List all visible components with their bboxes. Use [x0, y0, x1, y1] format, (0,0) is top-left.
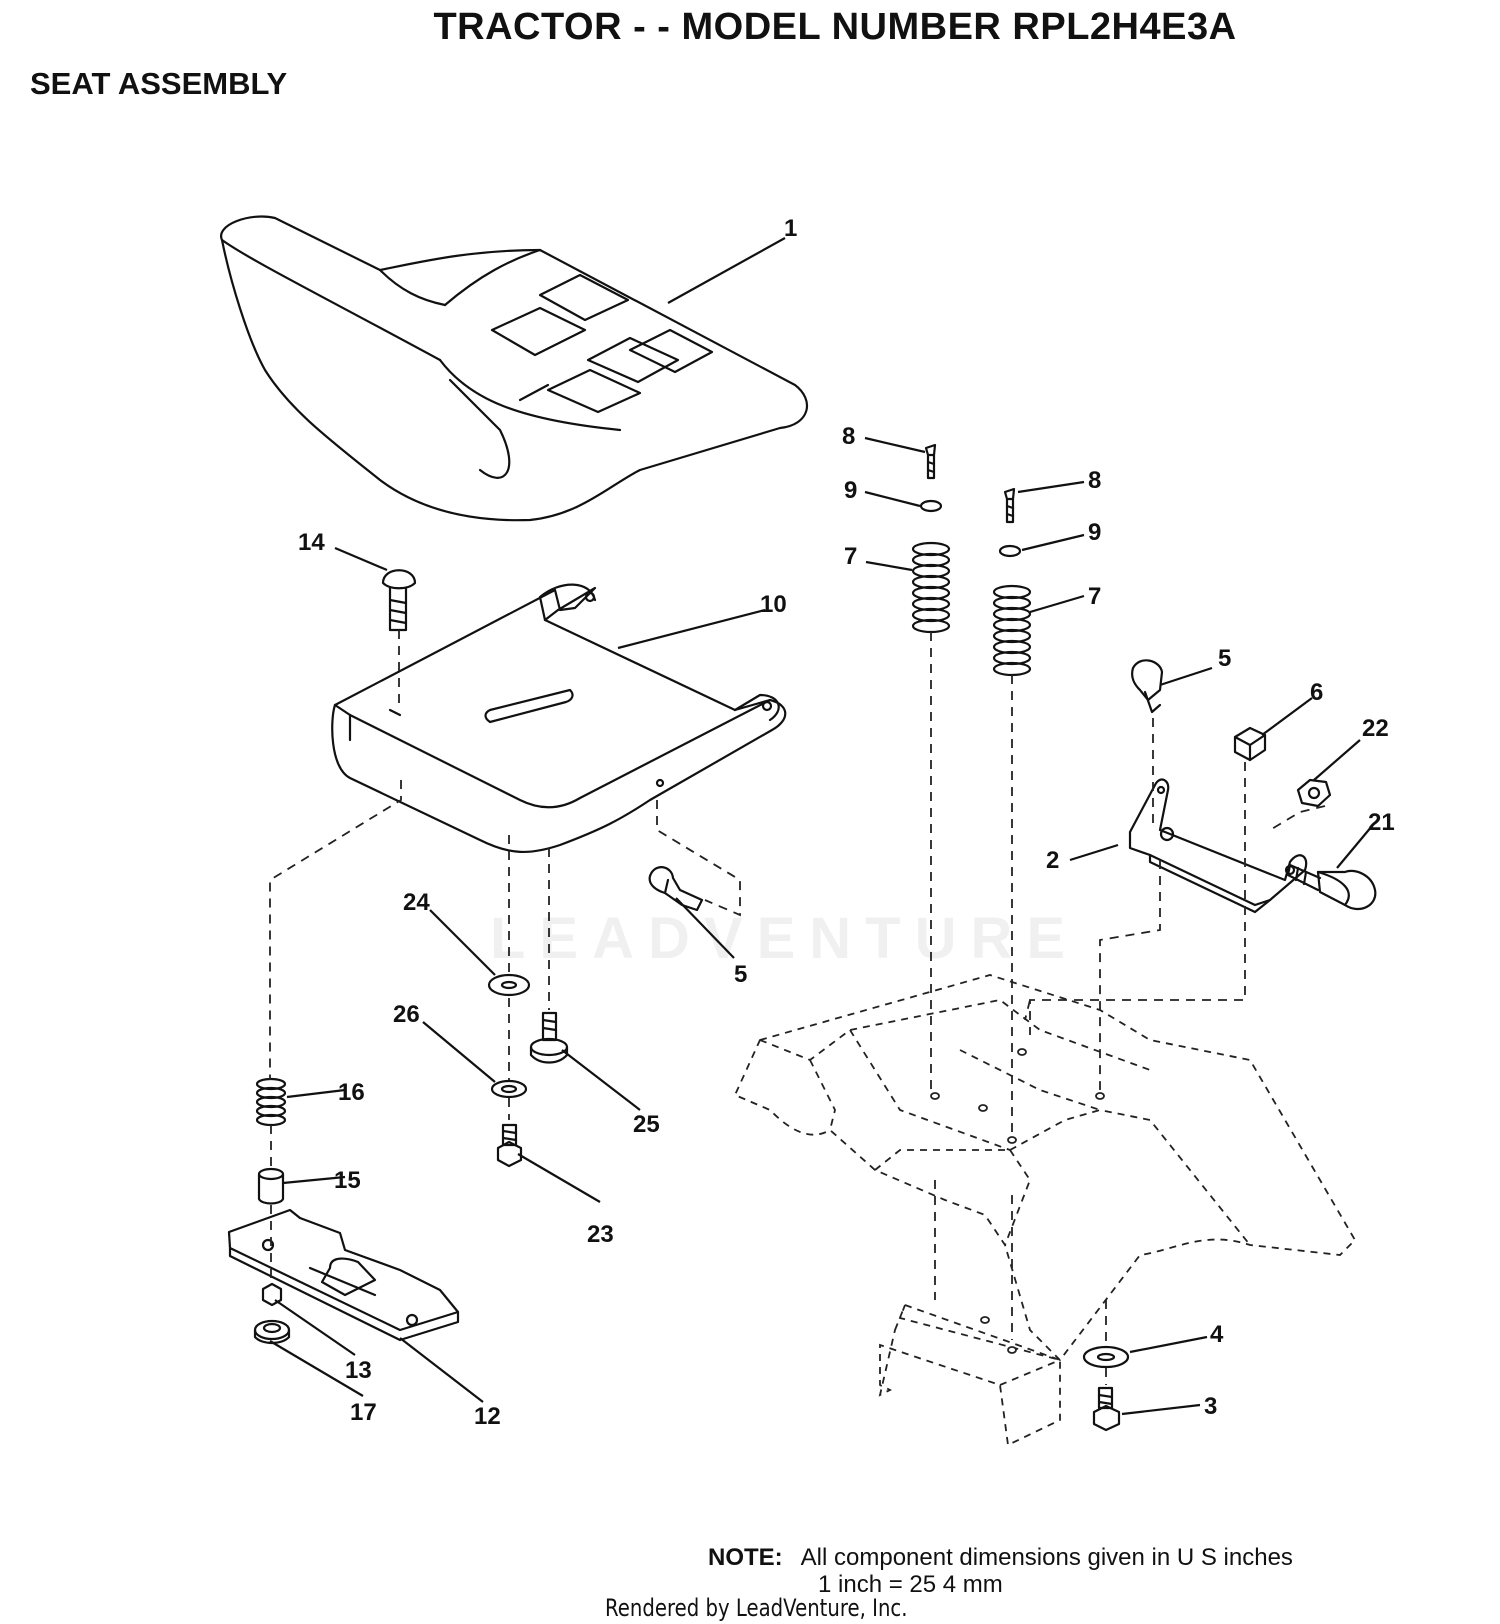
callout-13: 13: [345, 1357, 372, 1384]
callout-16: 16: [338, 1079, 365, 1106]
flat-washer-part: [487, 973, 531, 1099]
callout-5: 5: [734, 961, 747, 988]
callout-5: 5: [1218, 645, 1231, 672]
watermark-text: LEADVENTURE: [490, 906, 1080, 971]
callout-25: 25: [633, 1111, 660, 1138]
callout-1: 1: [784, 215, 797, 242]
callout-12: 12: [474, 1403, 501, 1430]
callout-6: 6: [1310, 679, 1323, 706]
callout-15: 15: [334, 1167, 361, 1194]
callout-7: 7: [844, 543, 857, 570]
note-block: NOTE: All component dimensions given in U…: [708, 1544, 1293, 1598]
note-label: NOTE:: [708, 1544, 783, 1571]
callout-10: 10: [760, 591, 787, 618]
spring-small-part: [255, 1077, 287, 1127]
seat-pan-part: [331, 583, 787, 853]
section-subtitle: SEAT ASSEMBLY: [30, 66, 288, 101]
locknut-part: [253, 1282, 291, 1345]
frame-holes: [930, 1048, 1105, 1354]
callout-26: 26: [393, 1001, 420, 1028]
callout-9: 9: [844, 477, 857, 504]
bushing-part: [257, 1167, 285, 1205]
washer-part: [919, 499, 1022, 558]
bolt-part: [496, 1123, 523, 1168]
note-line-2: 1 inch = 25 4 mm: [818, 1571, 1003, 1598]
clip-part: [648, 659, 1164, 912]
carriage-bolt-part: [381, 569, 417, 632]
callout-14: 14: [298, 529, 325, 556]
callout-8: 8: [842, 423, 855, 450]
callout-labels: 1 2 3 4 5 5 6 7 7 8 8 9 9 10 12 13 14 15…: [298, 215, 1395, 1430]
nut-part: [1233, 726, 1332, 808]
callout-2: 2: [1046, 847, 1059, 874]
bracket-part: [1128, 778, 1308, 914]
callout-17: 17: [350, 1399, 377, 1426]
callout-leaders: [269, 237, 1373, 1416]
tractor-frame-dashed: [733, 974, 1357, 1447]
footer-credit: Rendered by LeadVenture, Inc.: [605, 1594, 908, 1622]
callout-23: 23: [587, 1221, 614, 1248]
callout-8: 8: [1088, 467, 1101, 494]
callout-7: 7: [1088, 583, 1101, 610]
screw-part: [924, 443, 1016, 524]
slide-plate-part: [227, 1208, 460, 1342]
page-title: TRACTOR - - MODEL NUMBER RPL2H4E3A: [433, 6, 1237, 48]
callout-4: 4: [1210, 1321, 1224, 1348]
callout-24: 24: [403, 889, 430, 916]
seat-part: [220, 215, 808, 522]
dashed-guide-lines: [269, 630, 1326, 1385]
spring-part: [911, 541, 1032, 677]
washer-bolt-part: [1082, 1345, 1130, 1432]
callout-22: 22: [1362, 715, 1389, 742]
callout-9: 9: [1088, 519, 1101, 546]
shoulder-bolt-part: [529, 1011, 569, 1064]
note-line-1: All component dimensions given in U S in…: [800, 1544, 1293, 1571]
callout-21: 21: [1368, 809, 1395, 836]
hex-bolt-part: [1286, 863, 1377, 911]
callout-3: 3: [1204, 1393, 1217, 1420]
